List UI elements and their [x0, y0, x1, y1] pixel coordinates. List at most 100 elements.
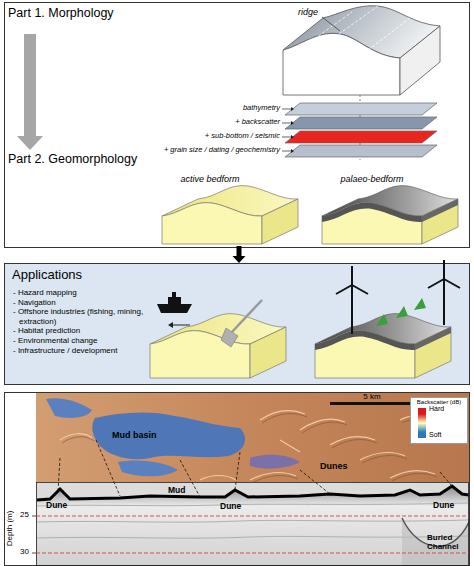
axis-title: Depth (m) [6, 506, 15, 550]
axis-tick [32, 516, 36, 553]
legend-text: Soft [429, 431, 441, 439]
crest-line [310, 6, 410, 50]
seismic-profile [36, 482, 469, 565]
dune-shadow [62, 414, 440, 483]
section-heading-box: Part 1. Morphology [8, 4, 158, 34]
wind-turbine [336, 266, 368, 334]
profile-label: Dune [433, 501, 469, 510]
legend-box [411, 398, 468, 444]
shovel-blade [221, 328, 238, 347]
node-heading: Applications [12, 268, 82, 283]
node-body: - Hazard mapping- Navigation- Offshore i… [13, 288, 153, 355]
mud-basin [118, 460, 178, 476]
flow-arrow [17, 34, 43, 150]
data-layer [285, 131, 437, 143]
ship-funnel [172, 292, 176, 297]
mud-basin [46, 398, 92, 418]
seabed-reflector [37, 486, 469, 500]
block-side [262, 199, 298, 244]
shovel-handle [232, 300, 262, 332]
leader-line [360, 95, 361, 160]
layer-label: + grain size / dating / geochemistry [100, 146, 280, 154]
bedform-surface [315, 314, 451, 344]
bedform-surface [162, 186, 298, 216]
panel-frame [5, 3, 470, 248]
map-base [36, 393, 469, 490]
drape-layer [422, 199, 458, 222]
colour-ramp [418, 414, 426, 432]
list-item: - Hazard mapping [13, 288, 153, 298]
node-heading: Part 1. Morphology [8, 6, 114, 20]
layer-label: bathymetry [100, 104, 280, 112]
layer-label: + backscatter [100, 118, 280, 126]
legend-swatch [418, 432, 426, 438]
layer-label: + sub-bottom / seismic [100, 132, 280, 140]
tie-line [58, 440, 452, 497]
block-side [422, 199, 458, 244]
ship-hull [157, 304, 192, 313]
flow-arrow [233, 246, 246, 263]
sub-bottom [37, 486, 469, 565]
direction-arrow [172, 325, 190, 326]
data-layer [285, 145, 437, 157]
panel-caption: active bedform [160, 175, 260, 185]
profile-label: Mud [168, 486, 208, 495]
drape-layer [415, 327, 451, 350]
drape-layer [322, 203, 422, 222]
node-heading: Part 2. Geomorphology [8, 152, 137, 166]
depth-line [36, 516, 469, 553]
buried-channel [402, 518, 469, 565]
list-item: - Offshore industries (fishing, mining, … [13, 307, 153, 326]
direction-arrow-head [168, 322, 173, 328]
list-item: - Infrastructure / development [13, 346, 153, 356]
panel-caption: palaeo-bedform [322, 175, 422, 185]
block-face [322, 203, 422, 244]
profile-label: Buried Channel [427, 534, 467, 552]
reflector [37, 503, 469, 538]
pointer-head [291, 107, 294, 153]
block-face [162, 203, 262, 244]
bedform-surface [150, 314, 286, 344]
data-layer [285, 103, 437, 115]
scale-bar [330, 402, 415, 405]
water-column [36, 482, 469, 565]
drape-layer [315, 331, 415, 350]
ship-cabin [168, 297, 181, 304]
backscatter-map [36, 393, 469, 490]
mud-basin [250, 455, 300, 469]
panel-frame [5, 393, 470, 566]
annotation: ridge [298, 8, 338, 18]
legend-text: Hard [429, 405, 444, 413]
scale-label: 5 km [347, 393, 397, 402]
block-side [400, 26, 440, 95]
bedform-surface [322, 186, 458, 216]
axis-tick-label: 30 [20, 548, 34, 557]
block-face [283, 33, 400, 95]
ridge-surface [283, 6, 440, 58]
pointer-line [282, 109, 291, 151]
profile-label: Dune [220, 502, 260, 511]
block-side [250, 327, 286, 378]
legend-title: Backscatter (dB) [410, 399, 468, 406]
list-item: - Navigation [13, 298, 153, 308]
dune-crest [60, 411, 438, 480]
profile-label: Dune [46, 501, 86, 510]
axis-tick-label: 25 [20, 511, 34, 520]
list-item: - Environmental change [13, 336, 153, 346]
habitat-symbol [376, 298, 426, 326]
profile-frame [37, 483, 469, 566]
map-label: Mud basin [112, 431, 172, 441]
block-side [415, 327, 451, 378]
applications-box: Applications - Hazard mapping- Navigation… [4, 263, 470, 385]
block-face [150, 331, 250, 378]
section-region: Part 2. Geomorphology [8, 150, 470, 246]
map-label: Dunes [320, 462, 370, 472]
leader-line [322, 17, 340, 31]
list-item: - Habitat prediction [13, 326, 153, 336]
block-face [315, 331, 415, 378]
data-layer [285, 117, 437, 129]
wind-turbine [428, 260, 460, 325]
